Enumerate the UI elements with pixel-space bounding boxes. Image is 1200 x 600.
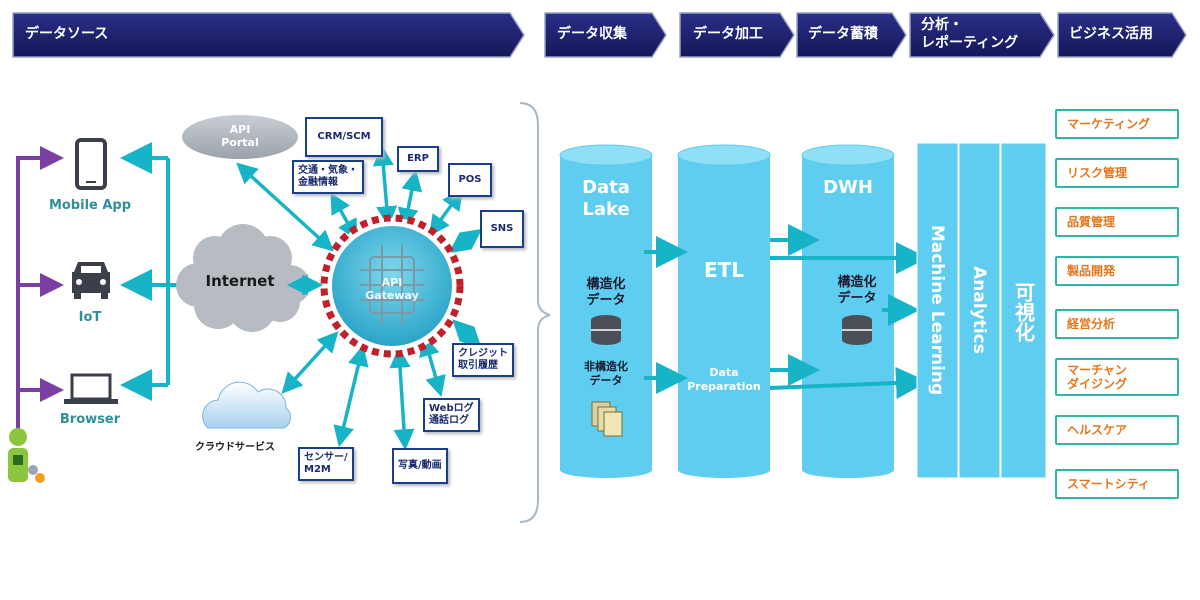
pipeline-bracket (519, 102, 551, 523)
stage-business-label: ビジネス活用 (1069, 26, 1153, 42)
analytics-column (958, 142, 1001, 479)
business-use-item: マーケティング (1055, 109, 1179, 139)
dwh-cylinder (801, 144, 895, 478)
business-use-label: リスク管理 (1067, 166, 1128, 180)
erp-box: ERP (397, 146, 439, 172)
cloud-service-label: クラウドサービス (195, 442, 275, 453)
traffic-info-box: 交通・気象・ 金融情報 (292, 160, 364, 194)
data-preparation-line1: Data (709, 366, 739, 379)
data-preparation-label: Data Preparation (678, 366, 770, 394)
stage-source-shape (12, 12, 525, 58)
dwh-structured-data-label: 構造化 データ (811, 275, 903, 307)
cloud-service-shape (202, 381, 291, 429)
stage-business-shape (1057, 12, 1187, 58)
credit-history-line2: 取引履歴 (458, 360, 498, 371)
pipeline-arrows (644, 224, 928, 399)
dwh-label: DWH (823, 177, 873, 198)
internet-to-sources-arrows (120, 142, 185, 401)
api-gateway-shape (320, 214, 464, 358)
structured-data-label: 構造化 データ (560, 277, 652, 309)
weblog-line2: 通話ログ (429, 415, 469, 426)
sns-box: SNS (480, 210, 524, 248)
stage-store-label: データ蓄積 (808, 26, 878, 42)
unstructured-data-line1: 非構造化 (584, 360, 628, 373)
mobile-app-label: Mobile App (48, 198, 132, 213)
credit-history-box: クレジット 取引履歴 (452, 343, 514, 377)
traffic-info-line1: 交通・気象・ (298, 165, 358, 176)
visual-label: 可視化 (1011, 282, 1036, 342)
architecture-diagram (8, 102, 1047, 523)
stage-process-label: データ加工 (693, 26, 763, 42)
api-gateway-line1: API (381, 276, 403, 289)
api-gateway-label: API Gateway (352, 276, 432, 302)
business-use-item: マーチャン ダイジング (1055, 358, 1179, 396)
data-preparation-line2: Preparation (687, 380, 761, 393)
stage-process-shape (679, 12, 795, 58)
dwh-db-icon (842, 315, 872, 345)
stage-collect-shape (544, 12, 667, 58)
structured-db-icon (591, 315, 621, 345)
user-connection-lines (16, 146, 64, 430)
unstructured-data-label: 非構造化 データ (560, 360, 652, 388)
business-use-item: ヘルスケア (1055, 415, 1179, 445)
api-portal-label: API Portal (200, 123, 280, 149)
sensor-m2m-box: センサー/ M2M (298, 447, 354, 481)
photo-video-box: 写真/動画 (392, 448, 448, 484)
stage-analyze-label-1: 分析・ (921, 17, 963, 33)
stage-store-shape (796, 12, 907, 58)
stage-collect-label: データ収集 (557, 26, 627, 42)
etl-cylinder (677, 144, 771, 478)
browser-label: Browser (59, 412, 121, 427)
mobile-phone-icon (75, 138, 107, 190)
sensor-m2m-line2: M2M (304, 464, 331, 475)
dwh-structured-data-line1: 構造化 (837, 275, 877, 290)
pos-box: POS (448, 163, 492, 197)
business-use-label: 品質管理 (1067, 215, 1116, 229)
stage-header (12, 12, 1187, 58)
stage-analyze-shape (909, 12, 1055, 58)
user-icon (8, 428, 45, 483)
api-portal-line1: API (229, 123, 251, 136)
ml-label: Machine Learning (927, 224, 947, 396)
weblog-line1: Webログ (429, 403, 474, 414)
dwh-structured-data-line2: データ (837, 291, 877, 306)
business-use-item: 経営分析 (1055, 309, 1179, 339)
visual-column (1000, 142, 1047, 479)
sensor-m2m-line1: センサー/ (304, 452, 348, 463)
traffic-info-line2: 金融情報 (298, 177, 338, 188)
business-use-label: スマートシティ (1067, 477, 1150, 491)
business-use-item: 品質管理 (1055, 207, 1179, 237)
business-use-item: スマートシティ (1055, 469, 1179, 499)
api-portal-line2: Portal (221, 136, 259, 149)
business-use-label: ヘルスケア (1067, 423, 1128, 437)
crm-scm-box: CRM/SCM (305, 117, 383, 157)
datalake-line1: Data (582, 177, 630, 198)
structured-data-line1: 構造化 (586, 277, 626, 292)
stage-source-label: データソース (25, 26, 109, 42)
credit-history-line1: クレジット (458, 348, 508, 359)
gateway-arrows (236, 144, 483, 451)
business-use-item: リスク管理 (1055, 158, 1179, 188)
business-use-label: 製品開発 (1067, 264, 1116, 278)
weblog-box: Webログ 通話ログ (423, 398, 480, 432)
laptop-icon (64, 373, 118, 404)
api-portal-shape (182, 115, 298, 159)
structured-data-line2: データ (586, 293, 626, 308)
business-use-label: マーケティング (1067, 117, 1151, 131)
unstructured-files-icon (591, 401, 623, 437)
ml-column (916, 142, 959, 479)
unstructured-data-line2: データ (589, 374, 623, 387)
business-use-label: マーチャン ダイジング (1067, 363, 1128, 391)
business-use-item: 製品開発 (1055, 256, 1179, 286)
analytics-label: Analytics (969, 266, 989, 354)
datalake-line2: Lake (582, 199, 630, 220)
stage-analyze-label-2: レポーティング (921, 35, 1019, 51)
car-icon (72, 262, 110, 299)
etl-label: ETL (703, 258, 745, 282)
api-gateway-line2: Gateway (365, 289, 419, 302)
datalake-label: Data Lake (560, 177, 652, 221)
iot-label: IoT (78, 310, 102, 325)
business-use-label: 経営分析 (1067, 317, 1116, 331)
internet-label: Internet (205, 272, 275, 290)
